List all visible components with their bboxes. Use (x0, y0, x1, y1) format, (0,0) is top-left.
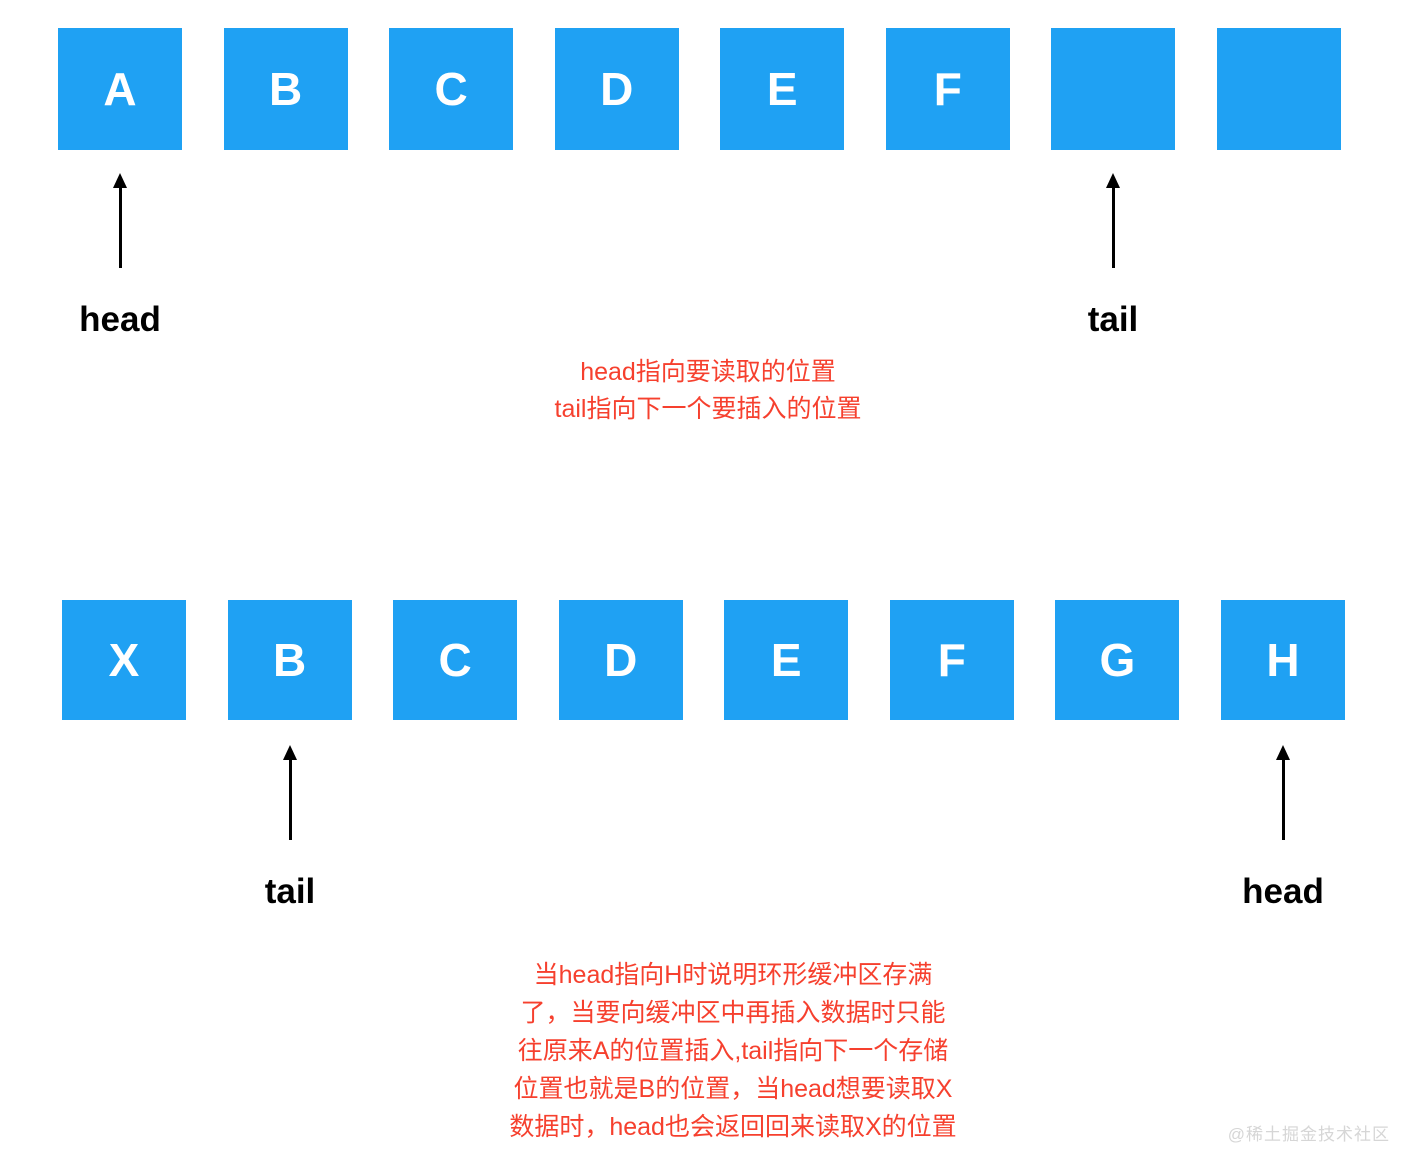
buffer-cell-x: X (62, 600, 186, 720)
arrow-head-icon (113, 173, 127, 188)
cell-letter: D (600, 63, 634, 115)
buffer-cell-b: B (223, 28, 348, 150)
cell-letter: C (434, 63, 468, 115)
buffer-row: A B C D E F (58, 28, 1341, 150)
cell-letter: A (103, 63, 137, 115)
tail-pointer-label: tail (1087, 300, 1139, 339)
head-pointer-arrow-icon (1276, 745, 1290, 840)
arrow-head-icon (1106, 173, 1120, 188)
buffer-cell-b: B (227, 600, 352, 720)
cell-letter: F (937, 634, 966, 686)
buffer-cell-empty (1216, 28, 1341, 150)
buffer-state-initial: A B C D E F head tail (58, 28, 1341, 339)
arrow-line (288, 760, 292, 840)
buffer-cell-e: E (720, 28, 845, 150)
arrow-line (118, 188, 122, 268)
buffer-cell-g: G (1055, 600, 1180, 720)
buffer-cell-c: C (389, 28, 514, 150)
buffer-cell-c: C (393, 600, 518, 720)
cell-letter: F (933, 63, 962, 115)
buffer-cell-a: A (58, 28, 182, 150)
buffer-cell-f: F (889, 600, 1014, 720)
tail-pointer-label: tail (264, 872, 316, 911)
cell-letter: H (1266, 634, 1300, 686)
arrow-line (1111, 188, 1115, 268)
arrow-head-icon (1276, 745, 1290, 760)
buffer-state-full: X B C D E F G H tail head (62, 600, 1345, 911)
cell-letter: B (268, 63, 303, 115)
buffer-cell-empty (1051, 28, 1176, 150)
buffer-cell-f: F (885, 28, 1010, 150)
tail-pointer-arrow-icon (1106, 173, 1120, 268)
buffer-cell-d: D (558, 600, 683, 720)
cell-letter: X (108, 634, 140, 686)
cell-letter: C (438, 634, 472, 686)
head-pointer-arrow-icon (113, 173, 127, 268)
watermark: @稀土掘金技术社区 (1227, 1125, 1390, 1144)
head-pointer-label: head (1242, 872, 1324, 911)
head-pointer-label: head (79, 300, 161, 339)
arrow-line (1281, 760, 1285, 840)
cell-letter: E (766, 63, 798, 115)
arrow-head-icon (283, 745, 297, 760)
tail-pointer-arrow-icon (283, 745, 297, 840)
cell-letter: B (272, 634, 307, 686)
cell-letter: G (1099, 634, 1136, 686)
note-head-tail-meaning: head指向要读取的位置 tail指向下一个要插入的位置 (554, 358, 862, 423)
note-buffer-full-explanation: 当head指向H时说明环形缓冲区存满 了，当要向缓冲区中再插入数据时只能 往原来… (509, 961, 957, 1141)
buffer-cell-e: E (724, 600, 849, 720)
cell-letter: D (604, 634, 638, 686)
buffer-cell-d: D (554, 28, 679, 150)
buffer-cell-h: H (1220, 600, 1345, 720)
cell-letter: E (770, 634, 802, 686)
